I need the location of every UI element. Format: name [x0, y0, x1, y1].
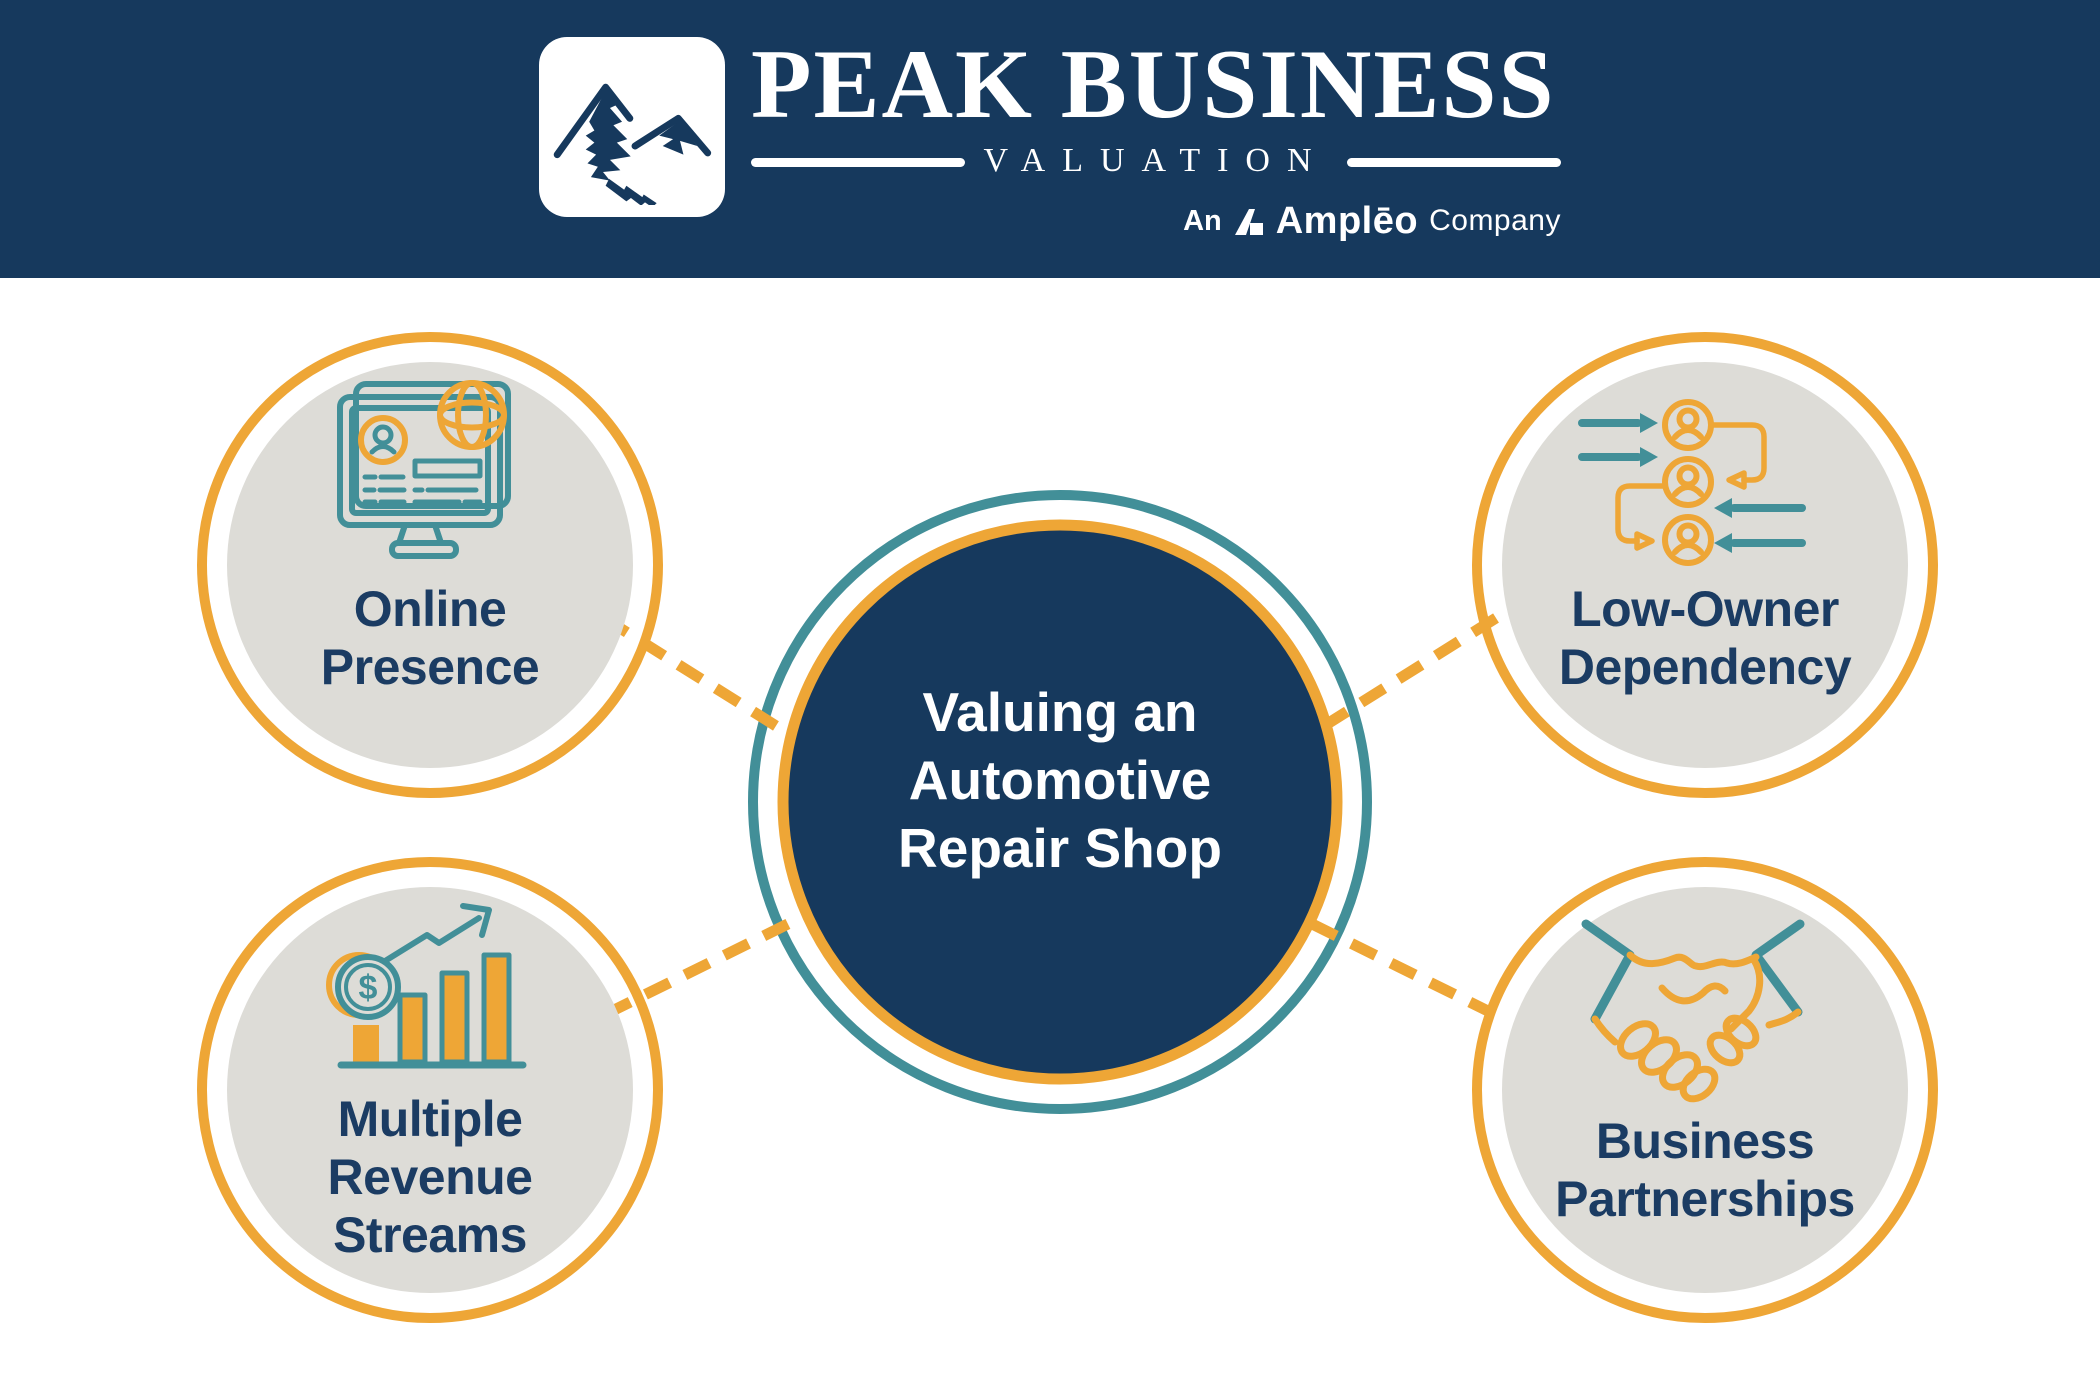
- tagline-suffix: Company: [1429, 204, 1561, 238]
- handshake-icon: [1581, 919, 1805, 1103]
- center-title-line: Repair Shop: [898, 817, 1222, 879]
- center-title-line: Automotive: [908, 749, 1212, 811]
- connector-top-right: [1305, 613, 1499, 741]
- connector-lines: [601, 613, 1499, 1019]
- label-business-partnerships: Business Partnerships: [1555, 1112, 1855, 1228]
- brand-text-block: PEAK BUSINESS VALUATION An Amplēo Compan…: [751, 30, 1561, 243]
- brand-subtitle: VALUATION: [983, 141, 1329, 179]
- label-line: Dependency: [1558, 639, 1852, 695]
- center-circle: [777, 519, 1343, 1085]
- center-title: Valuing an Automotive Repair Shop: [898, 678, 1222, 882]
- monitor-globe-icon: [337, 380, 511, 559]
- label-line: Multiple: [337, 1091, 523, 1147]
- tagline-brand: Amplēo: [1275, 199, 1419, 242]
- label-line: Streams: [333, 1207, 527, 1263]
- svg-text:$: $: [359, 969, 378, 1007]
- label-line: Presence: [320, 639, 540, 695]
- ampleo-logo-icon: [1234, 209, 1263, 236]
- label-line: Online: [353, 581, 507, 637]
- center-teal-ring: [748, 490, 1372, 1114]
- connector-top-left: [601, 613, 795, 741]
- node-circle-business-partnerships: [1472, 857, 1938, 1323]
- mountain-icon: [553, 83, 712, 206]
- brand-subtitle-row: VALUATION: [751, 141, 1561, 182]
- people-flow-icon: [1578, 399, 1806, 566]
- label-line: Partnerships: [1555, 1171, 1855, 1227]
- tagline-prefix: An: [1183, 204, 1222, 237]
- label-line: Low-Owner: [1571, 581, 1839, 637]
- peak-logo: [539, 37, 725, 218]
- label-line: Business: [1595, 1113, 1815, 1169]
- brand-lockup: PEAK BUSINESS VALUATION An Amplēo Compan…: [539, 30, 1561, 243]
- connector-bottom-right: [1299, 914, 1497, 1019]
- connector-bottom-left: [603, 914, 801, 1019]
- label-online-presence: Online Presence: [320, 580, 540, 696]
- header-banner: PEAK BUSINESS VALUATION An Amplēo Compan…: [0, 0, 2100, 278]
- node-circle-online-presence: [197, 332, 663, 798]
- label-low-owner-dependency: Low-Owner Dependency: [1558, 580, 1852, 696]
- ampleo-tagline: An Amplēo Company: [1183, 200, 1561, 243]
- brand-name: PEAK BUSINESS: [751, 30, 1556, 140]
- label-line: Revenue: [327, 1149, 533, 1205]
- bar-chart-dollar-icon: $: [326, 903, 527, 1069]
- left-rule: [751, 158, 966, 168]
- center-title-line: Valuing an: [922, 681, 1198, 743]
- right-rule: [1346, 158, 1561, 168]
- node-circle-low-owner-dependency: [1472, 332, 1938, 798]
- label-multiple-revenue-streams: Multiple Revenue Streams: [328, 1090, 533, 1264]
